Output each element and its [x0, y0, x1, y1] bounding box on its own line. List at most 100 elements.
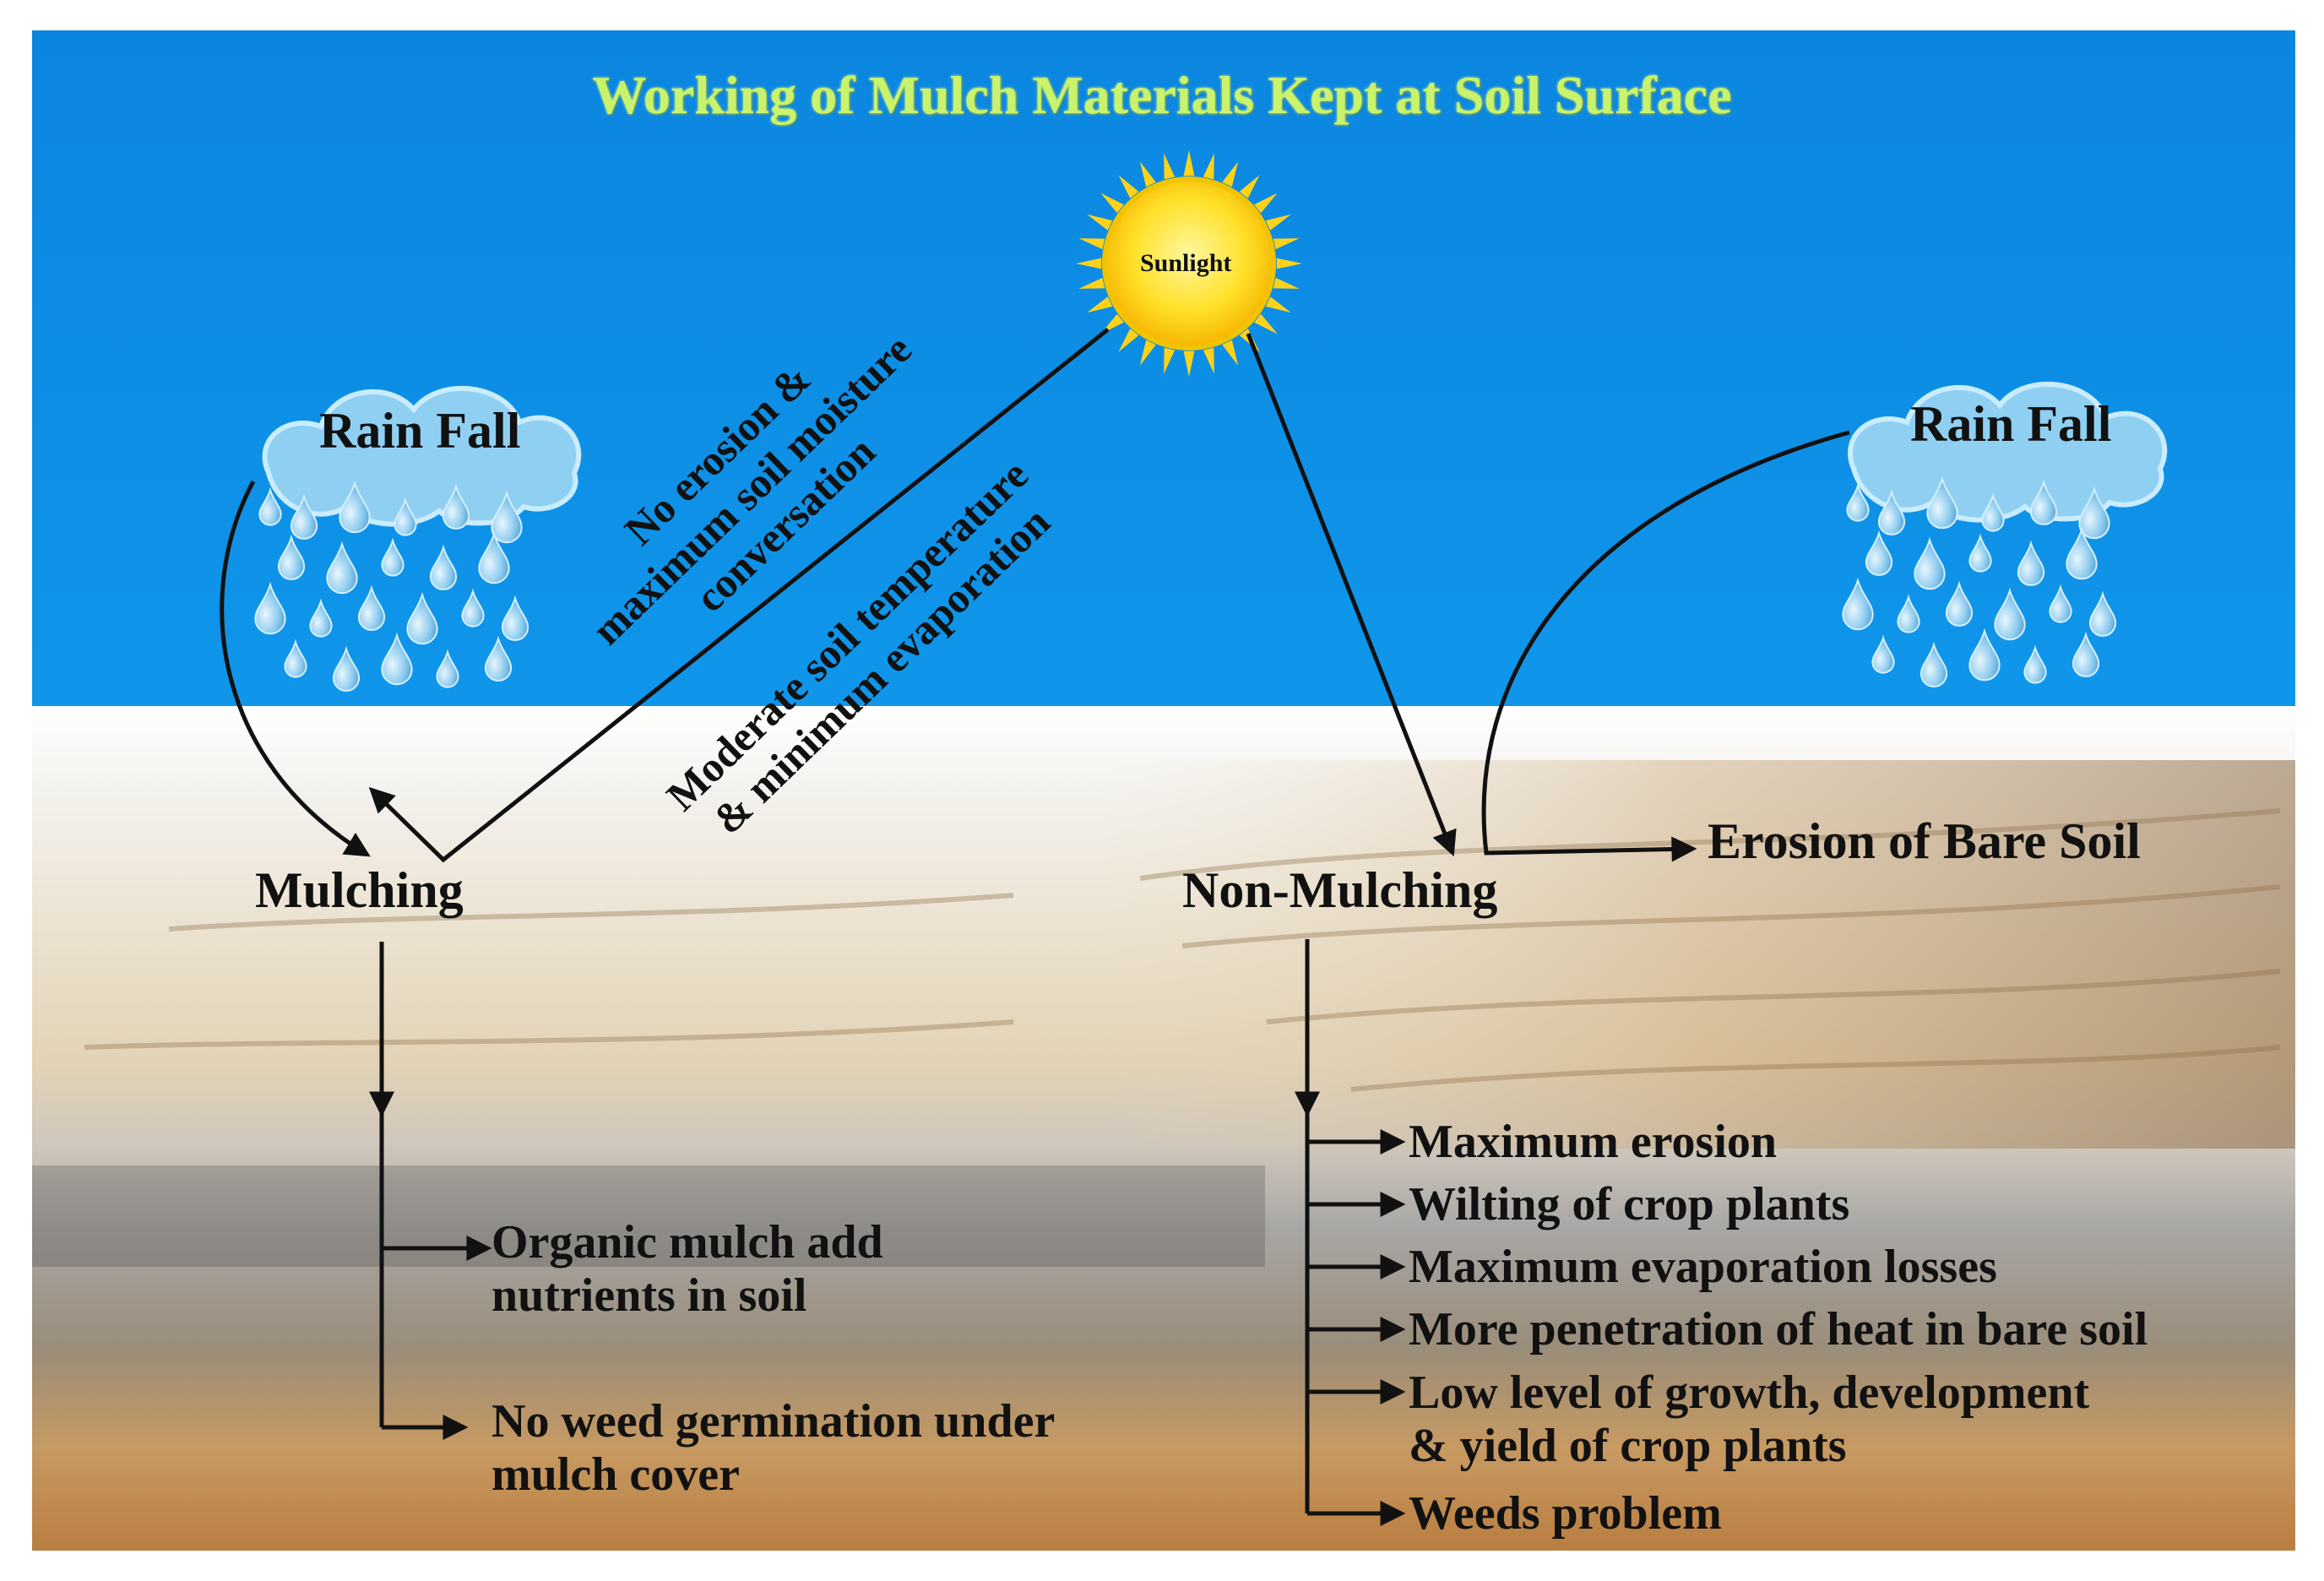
rain-drop — [1877, 489, 1906, 535]
sun-ray — [1265, 214, 1291, 231]
rain-drop — [2072, 631, 2100, 677]
rain-drop — [1926, 475, 1958, 530]
rain-drop — [326, 541, 358, 595]
sun-ray — [1087, 214, 1113, 231]
outcome-line: No weed germination under — [491, 1395, 1056, 1448]
arrow-rain-to-erosion — [1481, 430, 1850, 862]
sun-ray — [1164, 347, 1176, 374]
sun-ray — [1222, 161, 1239, 187]
sun-ray — [1118, 175, 1139, 198]
rain-cloud-left-icon — [254, 385, 582, 692]
rain-drop — [1968, 533, 1992, 573]
rain-drop — [339, 480, 371, 534]
sun-ray — [1139, 161, 1156, 187]
mulch-cover-texture — [32, 1165, 1265, 1267]
sun-ray — [1273, 277, 1300, 289]
arrow-rain-to-mulching — [220, 480, 371, 857]
rain-drop — [461, 588, 485, 628]
rain-drop — [2017, 540, 2045, 586]
sun-ray — [1078, 277, 1105, 289]
rain-drop — [1871, 634, 1895, 674]
sun-ray — [1254, 313, 1278, 334]
rain-drop — [1945, 580, 1974, 627]
sun-ray — [1265, 296, 1291, 313]
rain-drop — [1981, 492, 2005, 532]
non-mulching-outcome-6: Weeds problem — [1409, 1487, 1722, 1540]
sky — [32, 30, 2295, 706]
non-mulching-outcome-4: More penetration of heat in bare soil — [1409, 1303, 2148, 1356]
sun-ray — [1273, 238, 1300, 250]
non-mulching-outcome-1: Maximum erosion — [1409, 1116, 1778, 1168]
rain-cloud-right-icon — [1842, 381, 2168, 687]
rain-drop — [501, 595, 529, 641]
rain-drop — [254, 581, 286, 635]
rain-drop — [332, 645, 361, 692]
rain-drop — [277, 534, 306, 580]
rain-drop — [442, 483, 470, 530]
rain-drop — [436, 649, 459, 688]
mulching-outcome-1: Organic mulch add nutrients in soil — [491, 1216, 883, 1322]
sun-ray — [1139, 340, 1156, 366]
rain-drop — [2023, 644, 2047, 684]
rain-drop — [1968, 628, 2001, 682]
rain-drop — [1842, 577, 1874, 631]
mulching-label: Mulching — [255, 862, 464, 918]
outcome-line: mulch cover — [491, 1448, 740, 1501]
sun-ray — [1100, 193, 1124, 214]
sun-icon — [1076, 150, 1302, 377]
rain-drop — [381, 632, 413, 686]
rain-drop — [2049, 584, 2072, 623]
rain-drop — [284, 638, 307, 678]
sun-ray — [1087, 296, 1113, 313]
rain-drop — [429, 544, 458, 590]
sun-ray — [1076, 258, 1102, 269]
sun-ray — [1078, 238, 1105, 250]
rain-drop — [381, 537, 405, 577]
rain-drop — [357, 584, 386, 631]
non-mulching-outcome-2: Wilting of crop plants — [1409, 1178, 1850, 1231]
sun-ray — [1276, 258, 1302, 269]
rain-drop — [484, 635, 513, 682]
rain-drop — [290, 493, 318, 540]
diagram-title: Working of Mulch Materials Kept at Soil … — [592, 65, 1732, 125]
erosion-bare-soil-label: Erosion of Bare Soil — [1708, 813, 2141, 869]
sun-ray — [1183, 150, 1195, 177]
mulching-outcome-2: No weed germination under mulch cover — [491, 1395, 1055, 1501]
sun-ray — [1203, 347, 1214, 374]
arrow-sun-to-mulching — [368, 328, 1110, 863]
rain-drop — [1914, 536, 1946, 590]
sun-ray — [1164, 153, 1176, 180]
non-mulching-outcome-5: Low level of growth, development & yield… — [1409, 1366, 2089, 1472]
rain-drop — [309, 598, 333, 638]
sun-ray — [1118, 329, 1139, 352]
rain-drop — [2078, 486, 2110, 540]
sun-ray — [1239, 175, 1260, 198]
rain-drop — [1846, 482, 1870, 522]
rain-drop — [2066, 526, 2098, 580]
rain-drop — [1919, 641, 1948, 687]
outcome-line: nutrients in soil — [491, 1269, 807, 1322]
rain-fall-right-label: Rain Fall — [1910, 396, 2112, 452]
rain-drop — [1994, 587, 2026, 641]
sunlight-label: Sunlight — [1140, 249, 1232, 277]
non-mulching-label: Non-Mulching — [1182, 862, 1498, 918]
arrow-sun-to-non-mulching — [1246, 333, 1457, 857]
non-mulching-outcome-3: Maximum evaporation losses — [1409, 1241, 1997, 1293]
rain-drop — [2029, 479, 2058, 525]
rain-drop — [394, 497, 417, 536]
rain-drop — [478, 530, 510, 584]
bare-soil-area — [1098, 760, 2295, 1149]
sun-ray — [1203, 153, 1214, 180]
outcome-line: & yield of crop plants — [1409, 1419, 1847, 1472]
rain-fall-left-label: Rain Fall — [319, 403, 521, 459]
sun-ray — [1183, 350, 1195, 377]
rain-drop — [2088, 590, 2117, 637]
rain-drop — [1897, 594, 1920, 633]
rain-drop — [406, 591, 438, 645]
sun-ray — [1254, 193, 1278, 214]
rain-drop — [258, 486, 282, 526]
sun-ray — [1222, 340, 1239, 366]
outcome-line: Organic mulch add — [491, 1216, 883, 1269]
outcome-line: Low level of growth, development — [1409, 1366, 2090, 1419]
